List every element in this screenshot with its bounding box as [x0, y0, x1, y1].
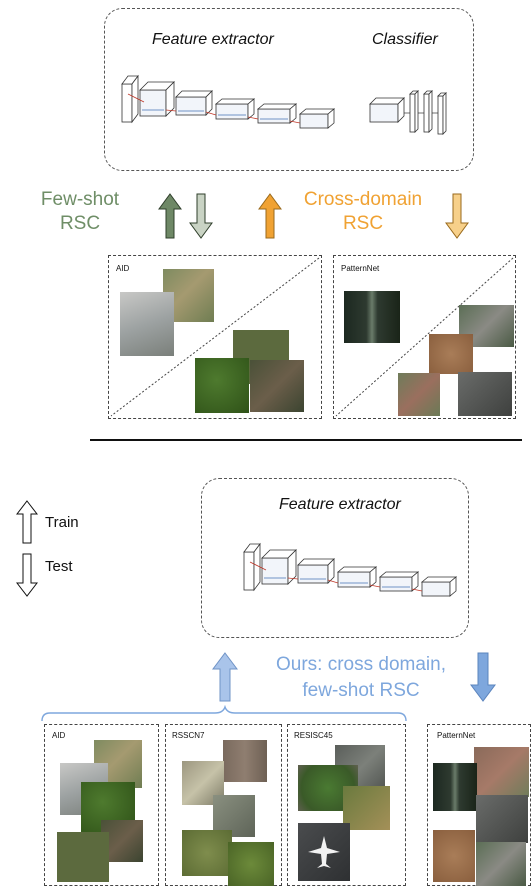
- diagonal-divider: [335, 257, 514, 417]
- patternnet-bottom-image-parking: [476, 795, 528, 843]
- crossdomain-up-arrow-icon: [258, 193, 282, 239]
- crossdomain-down-arrow-icon: [445, 193, 469, 239]
- bottom-feature-extractor-label: Feature extractor: [279, 496, 401, 513]
- aid-dataset-box-top: AID: [108, 255, 322, 419]
- airplane-icon: [308, 836, 340, 868]
- rsscn7-image-baseball: [228, 842, 274, 886]
- patternnet-image-courts: [398, 373, 440, 416]
- patternnet-dataset-box-bottom: PatternNet: [427, 724, 531, 886]
- crossdomain-rsc-label: Cross-domain RSC: [303, 189, 423, 234]
- fewshot-up-arrow-icon: [158, 193, 182, 239]
- patternnet-bottom-image-desert: [433, 830, 475, 882]
- train-datasets-brace: [41, 705, 407, 722]
- patternnet-label-bottom: PatternNet: [437, 731, 476, 740]
- top-classifier-label: Classifier: [372, 31, 438, 48]
- rsscn7-image-field: [223, 740, 267, 782]
- rsscn7-image-green-field: [182, 830, 232, 876]
- fewshot-down-arrow-icon: [189, 193, 213, 239]
- patternnet-label-top: PatternNet: [341, 264, 380, 273]
- aid-image-airport: [120, 292, 174, 356]
- resisc45-label: RESISC45: [294, 731, 333, 740]
- rsscn7-label: RSSCN7: [172, 731, 205, 740]
- diagonal-divider: [110, 257, 320, 417]
- aid-bottom-image-grass: [57, 832, 109, 882]
- section-separator: [90, 439, 522, 441]
- ours-label: Ours: cross domain, few-shot RSC: [276, 654, 446, 701]
- patternnet-image-parking: [458, 372, 512, 416]
- bottom-model-box: [201, 478, 469, 638]
- patternnet-dataset-box-top: PatternNet: [333, 255, 516, 419]
- aid-dataset-box-bottom: AID: [44, 724, 159, 886]
- bottom-cnn-diagram: [243, 542, 458, 597]
- ours-down-arrow-icon: [470, 652, 496, 702]
- ours-up-arrow-icon: [212, 652, 238, 702]
- test-label: Test: [45, 558, 73, 575]
- rsscn7-dataset-box: RSSCN7: [165, 724, 282, 886]
- aid-image-forest: [195, 358, 249, 413]
- aid-label-top: AID: [116, 264, 130, 273]
- test-arrow-icon: [16, 553, 38, 597]
- top-model-box: [104, 8, 474, 171]
- train-label: Train: [45, 514, 79, 531]
- train-arrow-icon: [16, 500, 38, 544]
- top-feature-extractor-label: Feature extractor: [152, 31, 274, 48]
- aid-image-buildings: [250, 360, 304, 412]
- top-classifier-diagram: [369, 90, 447, 135]
- patternnet-image-river: [344, 291, 400, 343]
- top-cnn-diagram: [121, 74, 336, 129]
- patternnet-bottom-image-houses: [476, 842, 526, 886]
- patternnet-bottom-image-courts: [474, 747, 529, 797]
- aid-label-bottom: AID: [52, 731, 66, 740]
- fewshot-rsc-label: Few-shot RSC: [40, 189, 120, 234]
- patternnet-image-desert: [429, 334, 473, 374]
- patternnet-bottom-image-river: [433, 763, 477, 811]
- resisc45-image-field: [343, 786, 390, 830]
- resisc45-dataset-box: RESISC45: [287, 724, 406, 886]
